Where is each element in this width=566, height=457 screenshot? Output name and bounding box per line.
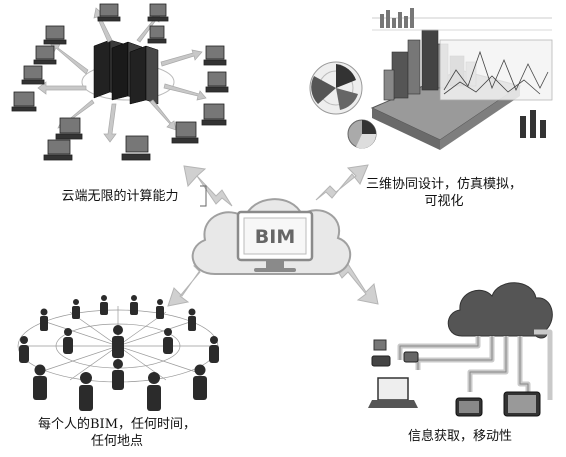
computer-icon — [33, 45, 57, 65]
computer-icon — [171, 121, 199, 144]
computer-icon — [203, 45, 227, 66]
person-icon — [40, 308, 48, 331]
monitor-screen — [243, 217, 307, 255]
person-icon — [193, 364, 207, 400]
computer-icon — [205, 71, 229, 93]
polar-chart — [309, 61, 363, 115]
arrow-top-left — [183, 165, 233, 207]
person-icon — [112, 359, 124, 390]
mobile-access-illustration — [368, 282, 553, 417]
computer-icon — [121, 135, 151, 161]
caption-everyone-bim: 每个人的BIM，任何时间， 任何地点 — [12, 416, 222, 450]
computer-icon — [147, 3, 169, 22]
bar-overlay — [380, 8, 414, 28]
monitor-neck — [266, 260, 284, 268]
pie-chart — [347, 119, 377, 149]
person-icon — [63, 328, 73, 354]
caption-mobility: 信息获取，移动性 — [407, 429, 512, 444]
caption-everyone-bim-line2: 任何地点 — [90, 434, 143, 449]
person-icon — [112, 325, 124, 358]
person-icon — [163, 328, 173, 354]
person-icon — [79, 372, 93, 411]
person-icons — [19, 295, 219, 411]
tablet-icon — [455, 397, 483, 417]
person-icon — [19, 336, 29, 363]
computer-icon — [43, 139, 73, 161]
caption-3d-design-line2: 可视化 — [424, 194, 464, 209]
caption-3d-design-line1: 三维协同设计，仿真模拟， — [365, 177, 522, 192]
chart-overlays — [372, 17, 553, 101]
person-icon — [33, 364, 47, 400]
computer-icon — [97, 3, 121, 22]
side-bars — [520, 110, 546, 138]
caption-everyone-bim-line1: 每个人的BIM，任何时间， — [38, 417, 196, 432]
device-icons — [368, 339, 541, 417]
computer-icon — [201, 103, 227, 126]
center-bim-cloud — [191, 198, 352, 275]
tablet-icon — [503, 391, 541, 417]
small-device-icon — [373, 339, 387, 351]
monitor-base — [254, 268, 296, 272]
person-icon — [156, 299, 164, 319]
laptop-icon — [368, 377, 418, 408]
arrow-top-right — [315, 164, 369, 201]
client-computers — [11, 3, 229, 161]
caption-cloud-computing: 云端无限的计算能力 — [61, 189, 179, 204]
person-icon — [209, 336, 219, 363]
computer-icon — [21, 65, 45, 85]
person-icon — [188, 308, 196, 331]
person-icon — [72, 299, 80, 319]
cloud-computing-illustration — [11, 3, 229, 161]
data-connectors-outline — [399, 336, 529, 392]
server-rack-icon — [93, 39, 159, 105]
person-icon — [100, 295, 108, 315]
bracket-mark — [200, 185, 207, 207]
phone-icon — [403, 351, 419, 363]
person-icon — [147, 372, 161, 411]
computer-icon — [43, 25, 67, 45]
computer-icon — [147, 25, 167, 44]
computer-icon — [55, 117, 83, 140]
phone-icon — [371, 355, 391, 367]
caption-3d-design: 三维协同设计，仿真模拟， 可视化 — [344, 176, 544, 210]
person-icon — [130, 295, 138, 315]
visualization-illustration — [309, 8, 553, 150]
center-bim-label: BIM — [254, 226, 296, 248]
people-network-illustration — [17, 295, 219, 411]
computer-icon — [11, 91, 37, 112]
